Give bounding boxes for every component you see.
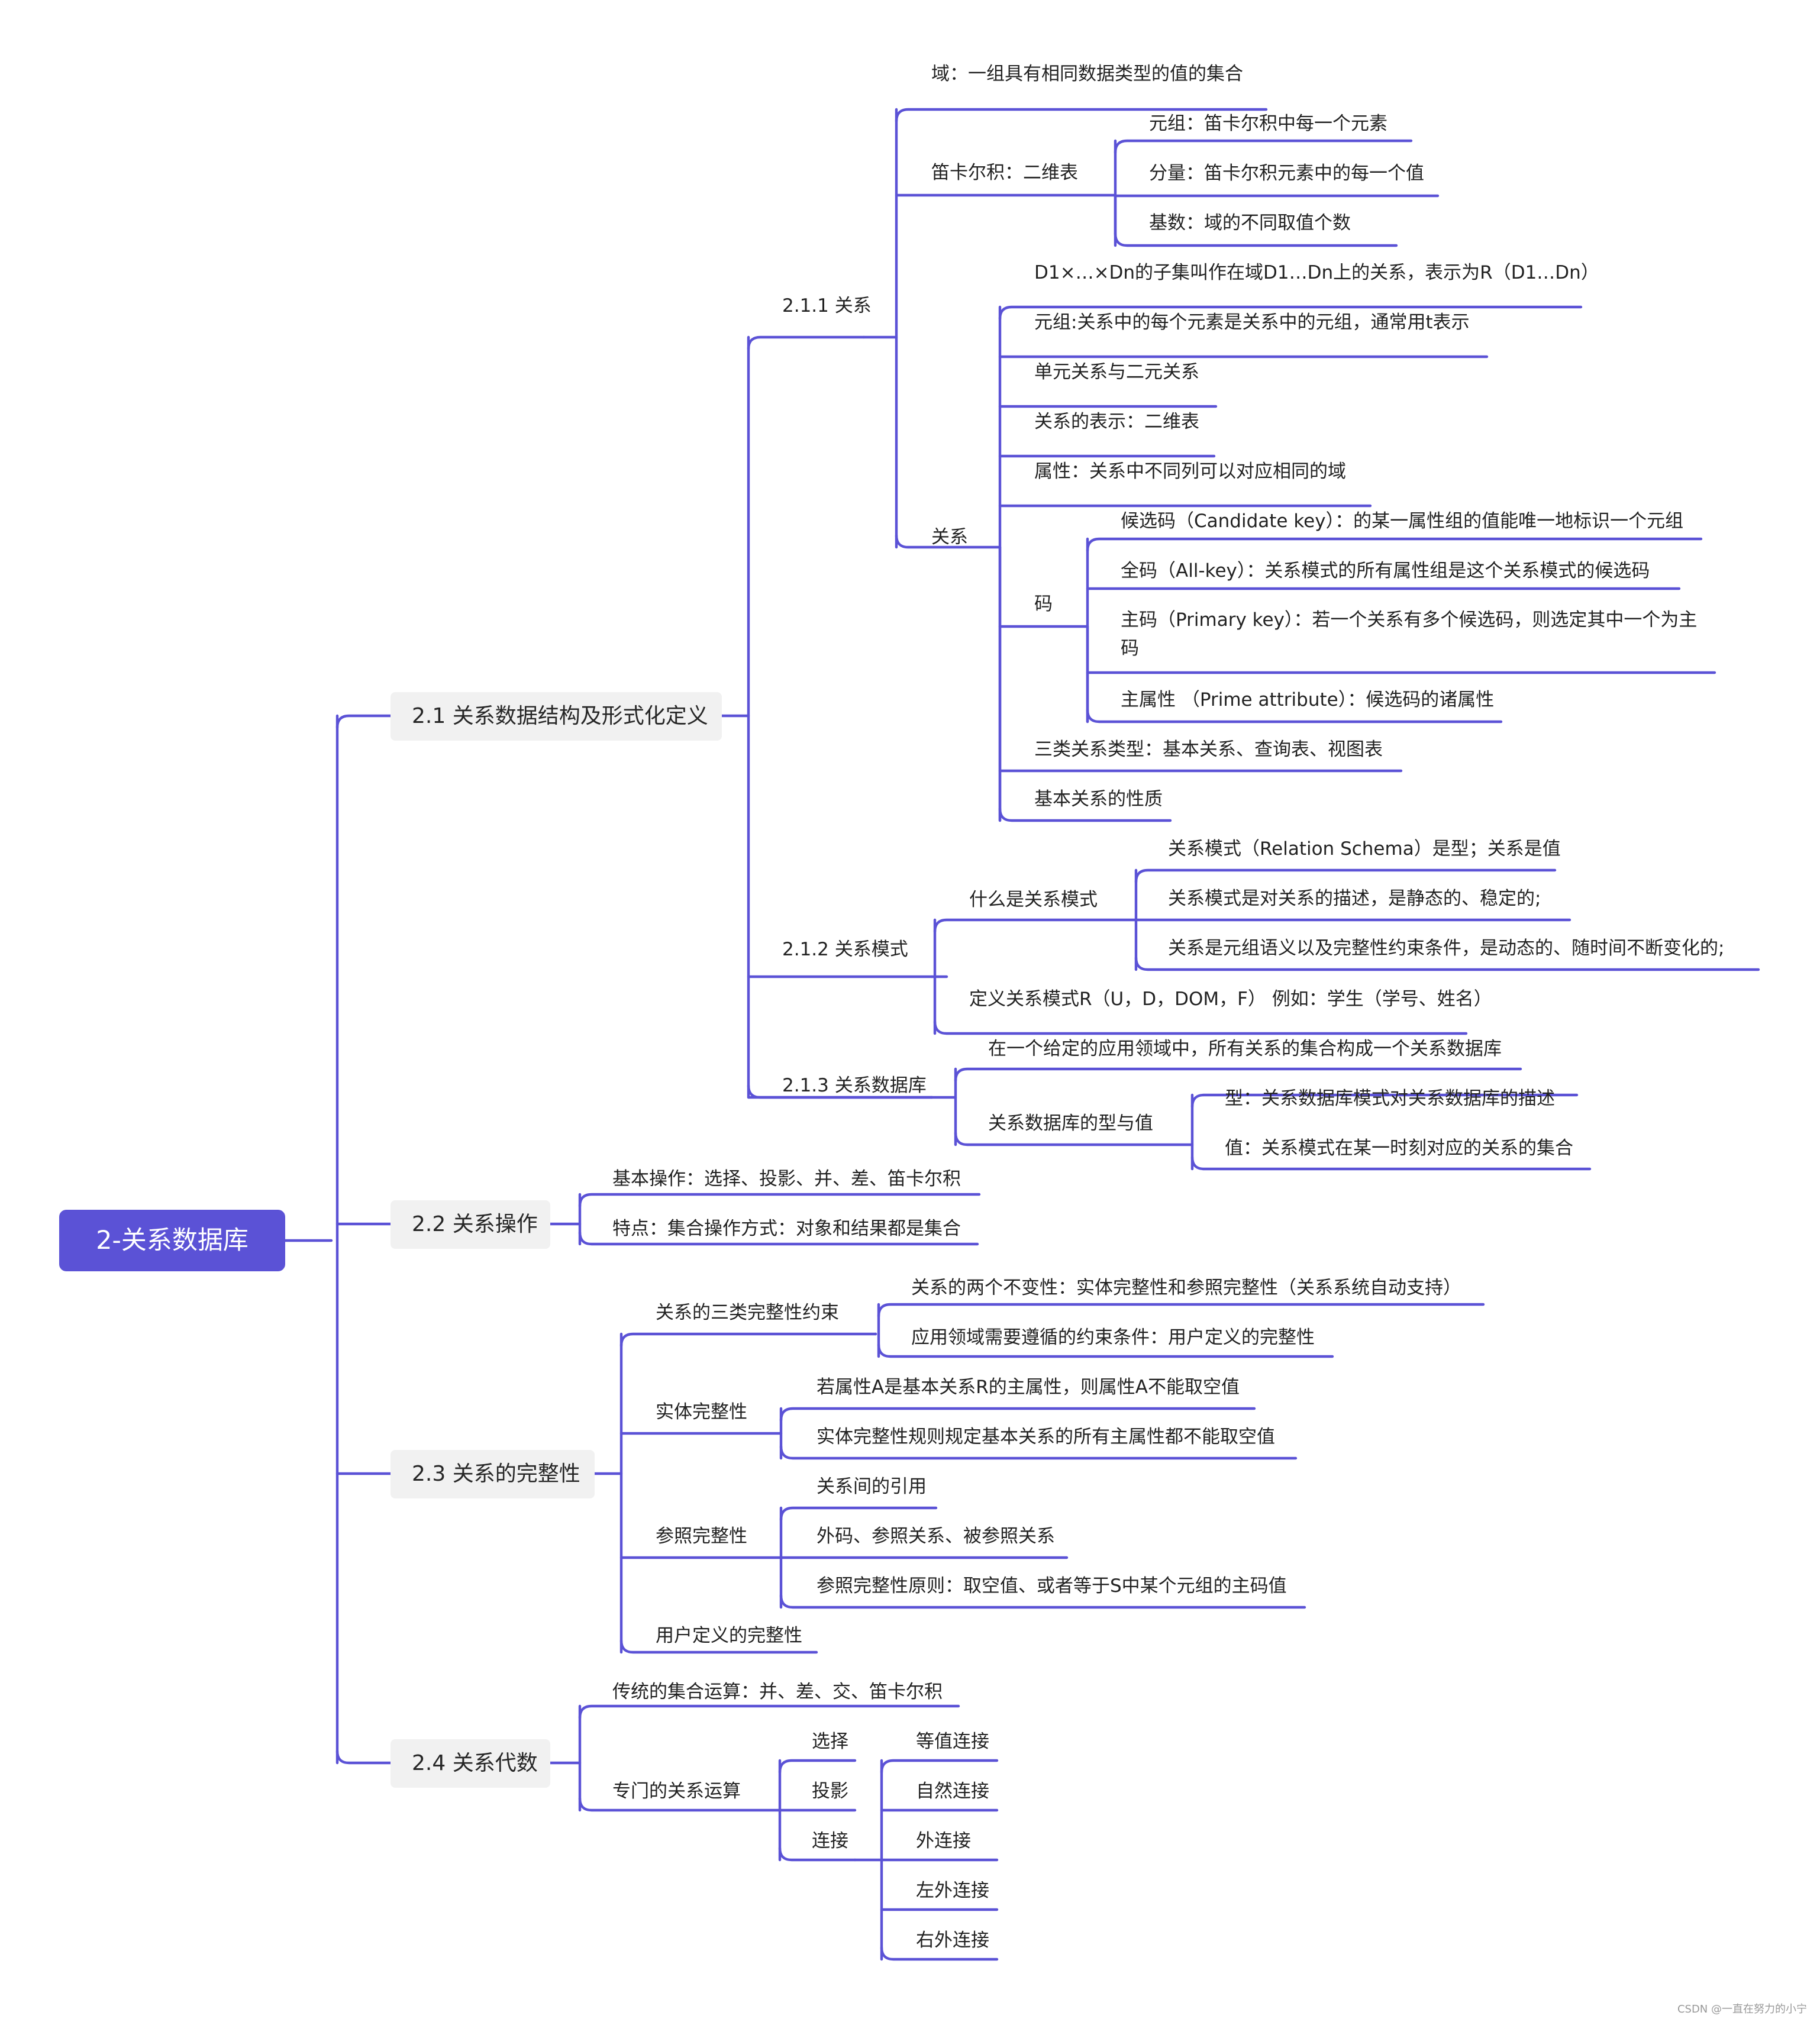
node-join[interactable]: 连接 [812, 1830, 848, 1852]
topic-2-2[interactable]: 2.2 关系操作 [391, 1200, 550, 1249]
node-relation[interactable]: 关系 [931, 527, 968, 548]
node-db-type[interactable]: 型：关系数据库模式对关系数据库的描述 [1225, 1088, 1555, 1109]
node-special[interactable]: 专门的关系运算 [612, 1781, 741, 1802]
node-rel-tuple[interactable]: 元组:关系中的每个元素是关系中的元组，通常用t表示 [1034, 312, 1470, 333]
node-candidate-key[interactable]: 候选码（Candidate key）：的某一属性组的值能唯一地标识一个元组 [1121, 511, 1684, 532]
node-outer-join[interactable]: 外连接 [916, 1830, 971, 1852]
node-traditional[interactable]: 传统的集合运算：并、差、交、笛卡尔积 [612, 1681, 943, 1703]
node-three-types[interactable]: 三类关系类型：基本关系、查询表、视图表 [1034, 739, 1383, 760]
node-three-constraints[interactable]: 关系的三类完整性约束 [656, 1302, 839, 1323]
node-user-defined[interactable]: 用户定义的完整性 [656, 1625, 802, 1646]
node-component[interactable]: 分量：笛卡尔积元素中的每一个值 [1149, 163, 1424, 184]
node-prime-attr[interactable]: 主属性 （Prime attribute）：候选码的诸属性 [1121, 689, 1495, 710]
node-natural-join[interactable]: 自然连接 [916, 1781, 989, 1802]
root-topic[interactable]: 2-关系数据库 [59, 1210, 285, 1271]
node-entity-rule2[interactable]: 实体完整性规则规定基本关系的所有主属性都不能取空值 [817, 1426, 1275, 1448]
node-cartesian[interactable]: 笛卡尔积：二维表 [931, 162, 1078, 183]
node-domain[interactable]: 域：一组具有相同数据类型的值的集合 [931, 63, 1243, 85]
node-entity-rule1[interactable]: 若属性A是基本关系R的主属性，则属性A不能取空值 [817, 1377, 1240, 1398]
node-primary-key[interactable]: 主码（Primary key）：若一个关系有多个候选码，则选定其中一个为主码 [1121, 609, 1698, 660]
node-what-schema[interactable]: 什么是关系模式 [969, 889, 1098, 910]
node-schema-define[interactable]: 定义关系模式R（U，D，DOM，F） 例如：学生（学号、姓名） [969, 989, 1492, 1010]
node-tuple[interactable]: 元组：笛卡尔积中每一个元素 [1149, 113, 1387, 134]
node-basic-ops[interactable]: 基本操作：选择、投影、并、差、笛卡尔积 [612, 1168, 961, 1190]
node-relation-dynamic[interactable]: 关系是元组语义以及完整性约束条件，是动态的、随时间不断变化的; [1168, 938, 1725, 959]
node-right-outer-join[interactable]: 右外连接 [916, 1930, 989, 1951]
node-db-value[interactable]: 值：关系模式在某一时刻对应的关系的集合 [1225, 1138, 1573, 1159]
node-left-outer-join[interactable]: 左外连接 [916, 1880, 989, 1901]
node-equi-join[interactable]: 等值连接 [916, 1731, 989, 1752]
topic-2-1-3[interactable]: 2.1.3 关系数据库 [782, 1075, 927, 1096]
node-entity[interactable]: 实体完整性 [656, 1401, 747, 1423]
node-schema-type[interactable]: 关系模式（Relation Schema）是型；关系是值 [1168, 838, 1561, 860]
node-unary-binary[interactable]: 单元关系与二元关系 [1034, 361, 1199, 383]
node-basic-nature[interactable]: 基本关系的性质 [1034, 789, 1163, 810]
node-referential[interactable]: 参照完整性 [656, 1526, 747, 1547]
node-app-constraint[interactable]: 应用领域需要遵循的约束条件：用户定义的完整性 [911, 1327, 1315, 1348]
node-attribute[interactable]: 属性：关系中不同列可以对应相同的域 [1034, 461, 1346, 482]
node-cardinality[interactable]: 基数：域的不同取值个数 [1149, 212, 1351, 234]
topic-2-1-2[interactable]: 2.1.2 关系模式 [782, 939, 908, 960]
topic-2-1-1[interactable]: 2.1.1 关系 [782, 295, 872, 316]
node-ref-rule[interactable]: 参照完整性原则：取空值、或者等于S中某个元组的主码值 [817, 1575, 1287, 1597]
watermark: CSDN @一直在努力的小宁 [1677, 2003, 1807, 2015]
node-key[interactable]: 码 [1034, 593, 1053, 615]
node-representation[interactable]: 关系的表示：二维表 [1034, 411, 1199, 432]
node-ref-fk[interactable]: 外码、参照关系、被参照关系 [817, 1526, 1055, 1547]
node-rel-def[interactable]: D1×…×Dn的子集叫作在域D1…Dn上的关系，表示为R（D1…Dn） [1034, 262, 1599, 283]
node-feature[interactable]: 特点：集合操作方式：对象和结果都是集合 [612, 1218, 961, 1239]
node-ref-between[interactable]: 关系间的引用 [817, 1476, 927, 1497]
node-all-key[interactable]: 全码（All-key）：关系模式的所有属性组是这个关系模式的候选码 [1121, 560, 1650, 582]
node-select[interactable]: 选择 [812, 1731, 848, 1752]
node-two-invariants[interactable]: 关系的两个不变性：实体完整性和参照完整性（关系系统自动支持） [911, 1277, 1461, 1299]
topic-2-3[interactable]: 2.3 关系的完整性 [391, 1450, 595, 1498]
topic-2-4[interactable]: 2.4 关系代数 [391, 1739, 550, 1788]
node-db-def[interactable]: 在一个给定的应用领域中，所有关系的集合构成一个关系数据库 [988, 1038, 1502, 1060]
node-project[interactable]: 投影 [812, 1781, 848, 1802]
topic-2-1[interactable]: 2.1 关系数据结构及形式化定义 [391, 692, 722, 741]
node-db-type-value[interactable]: 关系数据库的型与值 [988, 1113, 1153, 1134]
node-schema-desc[interactable]: 关系模式是对关系的描述，是静态的、稳定的; [1168, 888, 1541, 909]
